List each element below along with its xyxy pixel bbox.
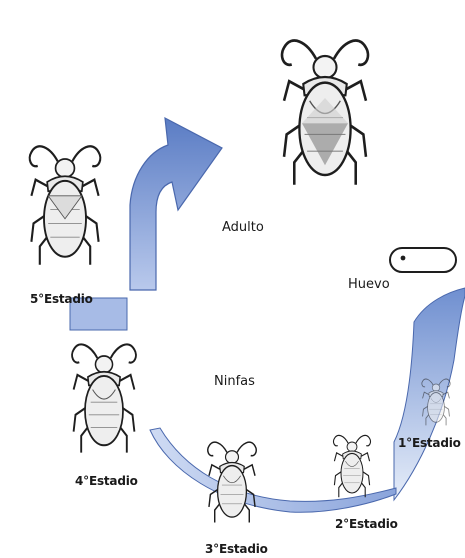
label-adult: Adulto (222, 221, 264, 234)
label-stage3: 3°Estadio (205, 543, 268, 555)
nymph-stage5-illustration (30, 146, 101, 265)
egg-illustration (390, 248, 456, 272)
label-nymphs: Ninfas (214, 375, 255, 388)
adult-insect-illustration (282, 41, 368, 185)
label-egg: Huevo (348, 278, 390, 291)
label-stage2: 2°Estadio (335, 518, 398, 530)
label-stage4: 4°Estadio (75, 475, 138, 487)
nymph-stage2-illustration (334, 435, 371, 497)
label-stage1: 1°Estadio (398, 437, 461, 449)
nymph-stage4-illustration (72, 344, 136, 452)
cycle-arrow-to-adult (130, 118, 222, 290)
label-stage5: 5°Estadio (30, 293, 93, 305)
